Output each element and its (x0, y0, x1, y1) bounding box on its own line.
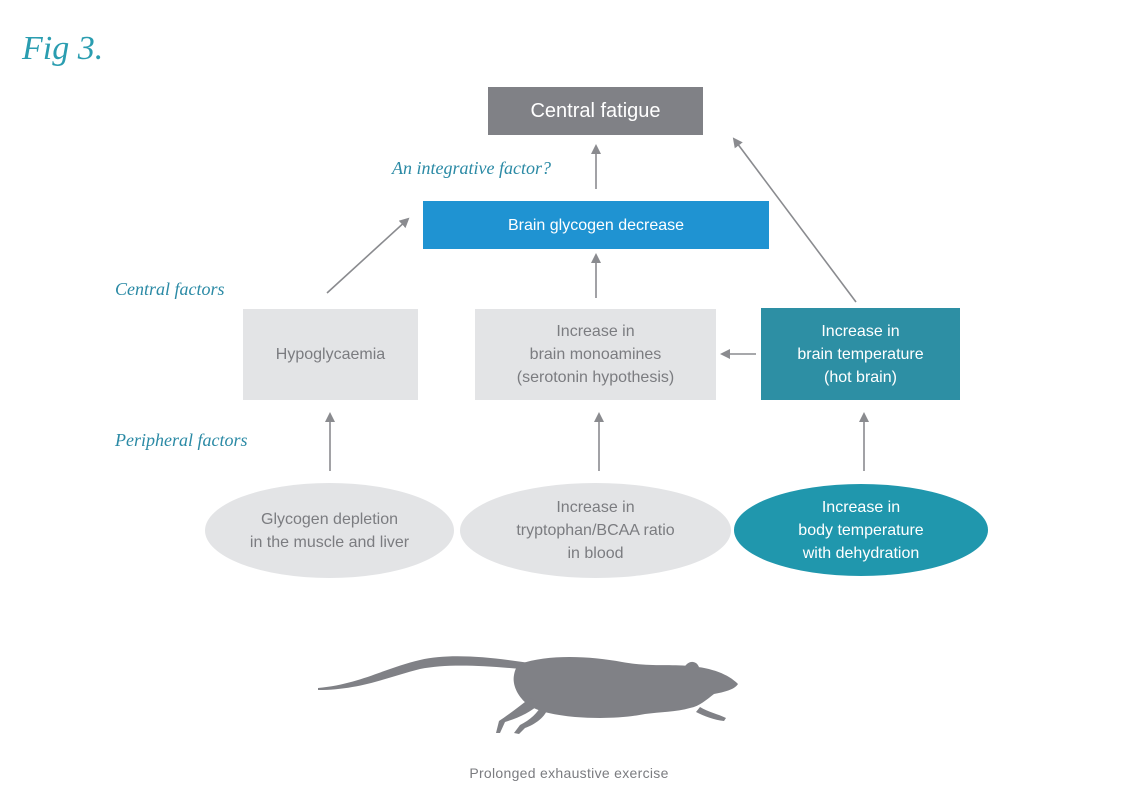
brain-glycogen-box: Brain glycogen decrease (423, 201, 769, 249)
central-factors-label: Central factors (115, 279, 225, 299)
hypoglycaemia-box: Hypoglycaemia (243, 309, 418, 400)
tryptophan-ratio-ellipse: Increase in tryptophan/BCAA ratio in blo… (460, 483, 731, 578)
arrow-temp-to-fatigue (732, 137, 857, 303)
glycogen-depletion-ellipse: Glycogen depletion in the muscle and liv… (205, 483, 454, 578)
central-fatigue-box: Central fatigue (488, 87, 703, 135)
integrative-factor-label: An integrative factor? (392, 158, 551, 178)
body-temperature-ellipse: Increase in body temperature with dehydr… (734, 484, 988, 576)
brain-temperature-box: Increase in brain temperature (hot brain… (761, 308, 960, 400)
peripheral-factors-label: Peripheral factors (115, 430, 248, 450)
figure-label: Fig 3. (22, 30, 104, 67)
caption: Prolonged exhaustive exercise (469, 765, 669, 781)
arrow-hypo-to-glycogen (326, 217, 410, 294)
rat-silhouette-icon (318, 656, 738, 734)
brain-monoamines-box: Increase in brain monoamines (serotonin … (475, 309, 716, 400)
